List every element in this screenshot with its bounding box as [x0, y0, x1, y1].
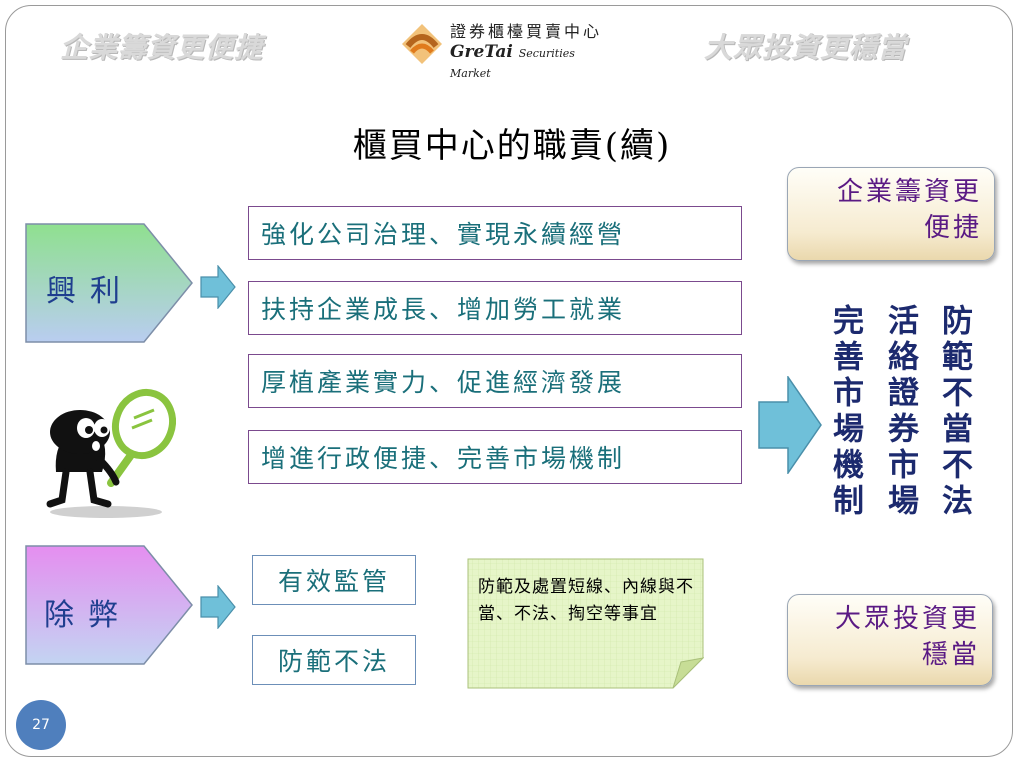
slide-title: 櫃買中心的職責(續) [352, 126, 672, 166]
detective-magnifier-icon [46, 388, 176, 518]
sticky-note [467, 558, 704, 689]
chubi-arrow-icon [200, 585, 236, 629]
chubi-label: 除弊 [44, 598, 132, 633]
xingli-item-2: 扶持企業成長、增加勞工就業 [248, 281, 742, 335]
logo-chinese-name: 證券櫃檯買賣中心 [450, 22, 603, 41]
logo-english-name: GreTai Securities Market [450, 42, 618, 82]
xingli-item-4: 增進行政便捷、完善市場機制 [248, 430, 742, 484]
goal-top-text: 企業籌資更便捷 [836, 177, 982, 243]
goal-column-2: 活絡證券市場 [882, 304, 918, 520]
slogan-right: 大眾投資更穩當 [704, 31, 908, 64]
goal-arrow-icon [758, 376, 822, 474]
gretai-logo-icon [402, 24, 442, 64]
page-number: 27 [16, 700, 66, 750]
xingli-arrow-icon [200, 265, 236, 309]
goal-top-box: 企業籌資更便捷 [787, 167, 995, 261]
xingli-item-1: 強化公司治理、實現永續經營 [248, 206, 742, 260]
sticky-note-text: 防範及處置短線、內線與不當、不法、掏空等事宜 [478, 577, 694, 624]
gretai-logo: 證券櫃檯買賣中心 GreTai Securities Market [398, 14, 618, 80]
xingli-item-3: 厚植產業實力、促進經濟發展 [248, 354, 742, 408]
chubi-item-2: 防範不法 [252, 635, 416, 685]
xingli-label: 興利 [46, 274, 134, 309]
xingli-pentagon [25, 223, 193, 343]
goal-bottom-box: 大眾投資更穩當 [787, 594, 993, 686]
goal-bottom-text: 大眾投資更穩當 [834, 604, 980, 670]
logo-english-sub: Securities Market [450, 47, 575, 80]
goal-column-1: 防範不當不法 [936, 304, 972, 520]
slogan-left: 企業籌資更便捷 [60, 31, 264, 64]
logo-english-main: GreTai [450, 42, 513, 62]
chubi-pentagon [25, 545, 193, 665]
chubi-item-1: 有效監管 [252, 555, 416, 605]
goal-column-3: 完善市場機制 [827, 304, 863, 520]
